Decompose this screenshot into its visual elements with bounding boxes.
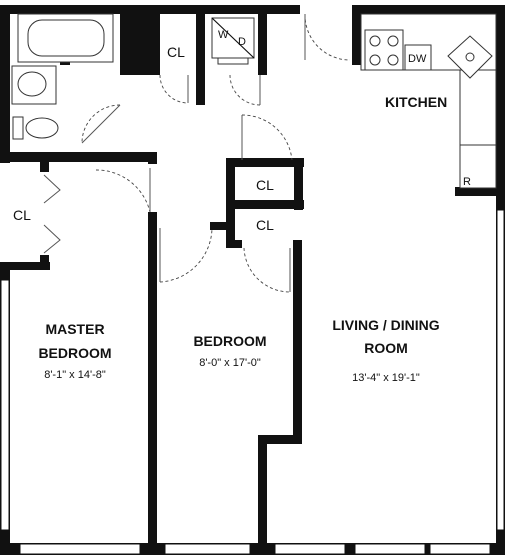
kitchen-fixtures: DW R — [360, 13, 497, 189]
window-living-3 — [429, 543, 491, 555]
toilet-icon — [25, 117, 59, 139]
dishwasher — [404, 44, 432, 71]
wall-top-laundry — [205, 5, 300, 14]
wall-bed-cl-mid — [226, 200, 304, 209]
window-master — [19, 543, 141, 555]
wall-left — [0, 5, 10, 163]
labels: KITCHEN CL CL CL CL MASTER BEDROOM 8'-1"… — [13, 44, 447, 384]
door-arc-bedroom — [159, 227, 213, 283]
door-arc-entry — [304, 13, 351, 61]
wall-master-bedroom — [148, 212, 157, 555]
wall-hall-cl-block — [120, 5, 160, 75]
dryer-label: D — [238, 36, 246, 48]
door-arc-hall-cl — [159, 74, 189, 104]
burner-icon — [387, 35, 399, 47]
bedroom-dimensions: 8'-0" x 17'-0" — [199, 357, 261, 369]
bedroom-closet-lower-label: CL — [256, 217, 274, 233]
wall-kitchen-left — [352, 5, 361, 65]
door-arc-bed-cl-lower — [243, 247, 291, 293]
bathtub-basin — [27, 19, 105, 57]
burner-icon — [387, 54, 399, 66]
kitchen-counter-right — [459, 69, 497, 146]
refrigerator-label: R — [463, 176, 471, 188]
living-dining-label-line1: LIVING / DINING — [332, 317, 439, 333]
bedroom-label: BEDROOM — [193, 333, 266, 349]
wall-bed-cl-stub — [210, 222, 230, 230]
wall-bath-bottom — [0, 152, 155, 162]
washer-dryer-base — [217, 57, 249, 65]
bathroom-fixtures — [11, 13, 114, 140]
stove — [364, 29, 404, 71]
master-bedroom-dimensions: 8'-1" x 14'-8" — [44, 369, 106, 381]
window-right — [496, 209, 505, 531]
bedroom-closet-upper-label: CL — [256, 177, 274, 193]
door-arc-bath — [81, 104, 121, 144]
washer-label: W — [218, 29, 229, 41]
living-dining-dimensions: 13'-4" x 19'-1" — [352, 372, 420, 384]
wall-master-cl-top — [40, 160, 49, 172]
sink-drain-icon — [465, 52, 475, 62]
washer-dryer-diagonal — [211, 17, 255, 59]
master-closet-label: CL — [13, 207, 31, 223]
wall-bed-cl-bottom — [232, 240, 242, 248]
windows — [0, 209, 505, 555]
bifold-door-lower — [43, 224, 61, 254]
wall-top-left — [0, 5, 205, 14]
refrigerator — [459, 144, 497, 189]
wall-hall-cl-right — [196, 5, 205, 105]
kitchen-label: KITCHEN — [385, 94, 447, 110]
doors — [43, 13, 351, 293]
bifold-door-upper — [43, 174, 61, 204]
burner-icon — [369, 35, 381, 47]
walls — [0, 5, 505, 555]
door-leaf-bath — [81, 104, 121, 144]
window-living-1 — [274, 543, 346, 555]
wall-kitchen-bottom — [455, 187, 496, 196]
hall-closet-label: CL — [167, 44, 185, 60]
wall-master-cl-bottom — [0, 262, 50, 270]
door-arc-laundry — [229, 74, 261, 106]
master-bedroom-label-line1: MASTER — [45, 321, 104, 337]
wall-master-top-stub — [148, 152, 157, 164]
laundry: W D — [211, 17, 255, 65]
door-arc-bed-cl-upper — [241, 114, 293, 161]
burner-icon — [369, 54, 381, 66]
window-living-2 — [354, 543, 426, 555]
wall-bed-cl-top — [226, 158, 304, 167]
master-bedroom-label-line2: BEDROOM — [38, 345, 111, 361]
window-bedroom — [164, 543, 251, 555]
wall-bedroom-living-lower — [258, 435, 267, 555]
toilet-tank — [12, 116, 24, 140]
wall-laundry-right — [258, 5, 267, 75]
wall-bedroom-living — [293, 240, 302, 440]
sink-icon — [17, 71, 47, 97]
living-dining-label-line2: ROOM — [364, 340, 408, 356]
wall-top-kitchen — [352, 5, 505, 14]
wall-step — [258, 435, 302, 444]
wall-master-cl-right — [40, 255, 49, 270]
wall-bed-cl-right-upper — [294, 158, 303, 210]
door-arc-master — [95, 169, 151, 213]
window-left — [0, 279, 10, 531]
dishwasher-label: DW — [408, 53, 427, 65]
